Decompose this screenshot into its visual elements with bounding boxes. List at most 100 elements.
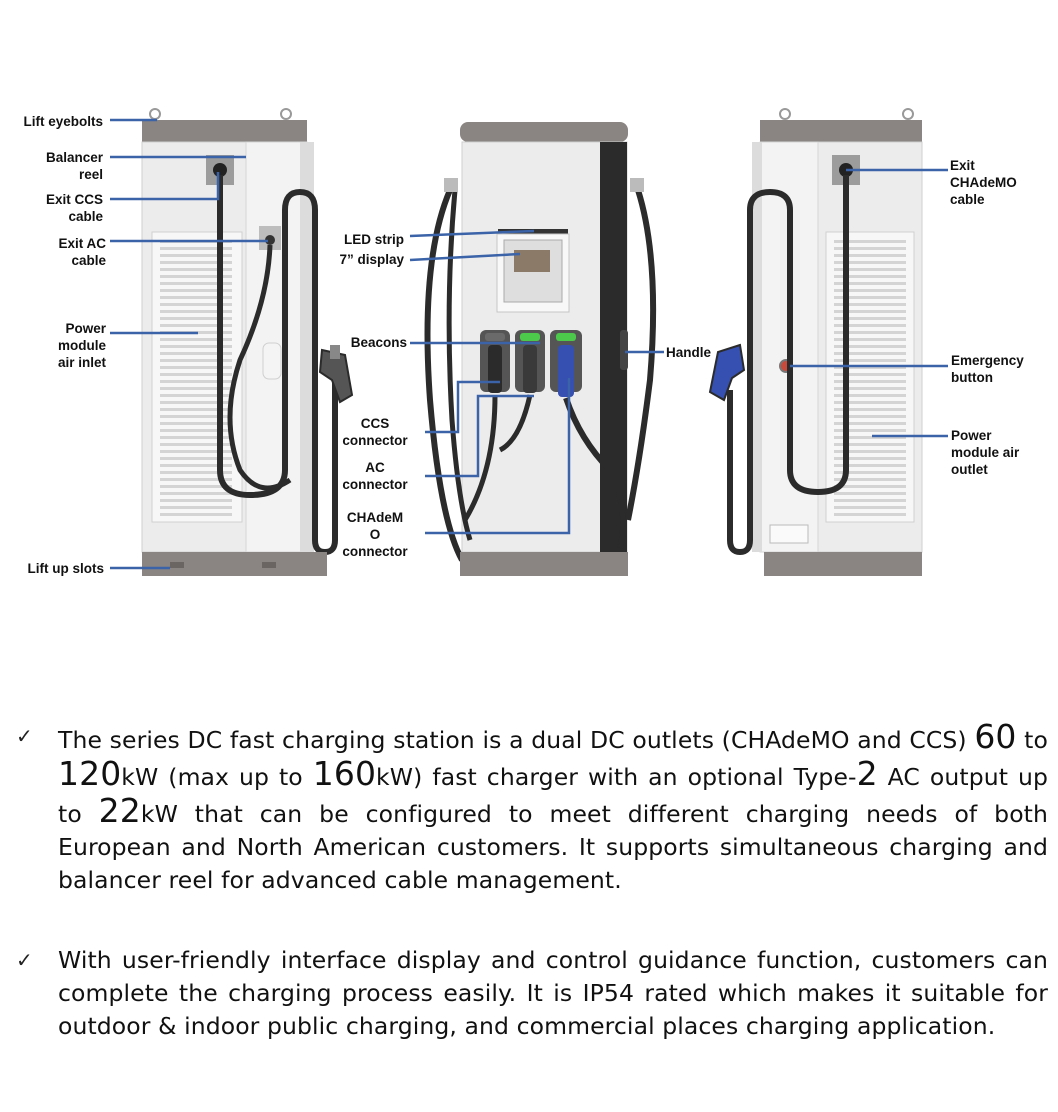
louver-slat <box>834 394 906 397</box>
louver-slat <box>834 415 906 418</box>
leader-led-strip <box>409 229 535 238</box>
louver-slat <box>834 296 906 299</box>
louver-slat <box>160 394 232 397</box>
ccs-plug <box>488 345 502 393</box>
louver-slat <box>834 387 906 390</box>
right-side-view <box>708 108 923 576</box>
right-connector <box>708 343 746 402</box>
front-cable-clamp-left <box>444 178 458 192</box>
leader-ac-connector <box>425 394 534 478</box>
front-view <box>424 122 657 576</box>
front-cable-clamp-right <box>630 178 644 192</box>
label-7in-display: 7” display <box>339 252 404 267</box>
display-image <box>514 250 550 272</box>
louver-slat <box>160 506 232 509</box>
label-lift-up-slots: Lift up slots <box>27 561 105 576</box>
louver-slat <box>834 422 906 425</box>
label-exit-ccs-cable: Exit CCS cable <box>45 192 103 224</box>
front-right-cable <box>625 189 657 521</box>
leader-ccs-connector <box>425 380 500 434</box>
right-eyebolt-1 <box>779 108 791 120</box>
check-icon: ✓ <box>16 724 33 748</box>
left-base <box>142 552 327 576</box>
louver-slat <box>160 471 232 474</box>
louver-slat <box>160 380 232 383</box>
louver-slat <box>834 303 906 306</box>
louver-slat <box>160 254 232 257</box>
bullet-2-text: With user-friendly interface display and… <box>58 946 1048 1040</box>
label-chademo-connector: CHAdeM O connector <box>342 510 408 559</box>
leader-display <box>409 252 521 262</box>
louver-slat <box>160 345 232 348</box>
louver-slat <box>160 303 232 306</box>
left-top-cap <box>142 120 307 142</box>
louver-slat <box>160 387 232 390</box>
louver-slat <box>834 499 906 502</box>
label-lift-eyebolts: Lift eyebolts <box>23 114 103 129</box>
louver-slat <box>834 380 906 383</box>
left-edge <box>300 142 314 552</box>
right-label-plate <box>769 524 809 544</box>
louver-slat <box>834 268 906 271</box>
louver-slat <box>834 485 906 488</box>
air-inlet-louvers <box>160 240 232 516</box>
louver-slat <box>834 464 906 467</box>
right-edge <box>752 142 762 552</box>
left-side-view <box>141 108 354 576</box>
louver-slat <box>834 331 906 334</box>
louver-slat <box>160 352 232 355</box>
left-connector-grip <box>330 345 340 359</box>
louver-slat <box>834 443 906 446</box>
louver-slat <box>834 275 906 278</box>
louver-slat <box>160 485 232 488</box>
louver-slat <box>160 415 232 418</box>
louver-slat <box>160 359 232 362</box>
louver-slat <box>834 457 906 460</box>
louver-slat <box>160 422 232 425</box>
louver-slat <box>834 338 906 341</box>
leader-lines <box>110 118 948 570</box>
louver-slat <box>160 464 232 467</box>
beacon-ac <box>520 333 540 341</box>
louver-slat <box>834 247 906 250</box>
louver-slat <box>160 457 232 460</box>
front-ac-cable <box>498 394 533 453</box>
right-top-cap <box>760 120 922 142</box>
louver-slat <box>834 373 906 376</box>
label-led-strip: LED strip <box>343 232 404 247</box>
louver-slat <box>160 436 232 439</box>
louver-slat <box>160 408 232 411</box>
charger-illustration <box>110 108 948 576</box>
front-top-cap <box>460 122 628 142</box>
louver-slat <box>160 450 232 453</box>
left-eyebolt-1 <box>149 108 161 120</box>
louver-slat <box>160 261 232 264</box>
right-chademo-cable <box>727 175 849 556</box>
left-ac-cable <box>227 244 292 491</box>
louver-slat <box>834 492 906 495</box>
left-connector <box>318 348 354 404</box>
leader-exit-ccs <box>110 172 220 201</box>
leader-chademo-connector <box>425 378 571 535</box>
front-left-cable-2 <box>446 189 473 541</box>
louver-slat <box>834 359 906 362</box>
louver-slat <box>160 289 232 292</box>
louver-slat <box>834 408 906 411</box>
louver-slat <box>160 366 232 369</box>
louver-slat <box>160 338 232 341</box>
louver-slat <box>160 499 232 502</box>
exit-ac-hole <box>265 235 275 245</box>
louver-slat <box>834 401 906 404</box>
label-handle: Handle <box>666 345 712 360</box>
right-eyebolt-2 <box>902 108 914 120</box>
air-outlet-louvers <box>834 240 906 516</box>
label-power-module-air-outlet: Power module air outlet <box>951 428 1020 477</box>
louver-slat <box>834 289 906 292</box>
louver-slat <box>834 352 906 355</box>
louver-slat <box>834 513 906 516</box>
charger-diagram: Lift eyebolts Balancer reel Exit CCS cab… <box>23 108 1024 576</box>
bullet-1-text: The series DC fast charging station is a… <box>58 717 1048 894</box>
front-handle <box>620 330 628 370</box>
louver-slat <box>834 317 906 320</box>
label-balancer-reel: Balancer reel <box>45 150 103 182</box>
